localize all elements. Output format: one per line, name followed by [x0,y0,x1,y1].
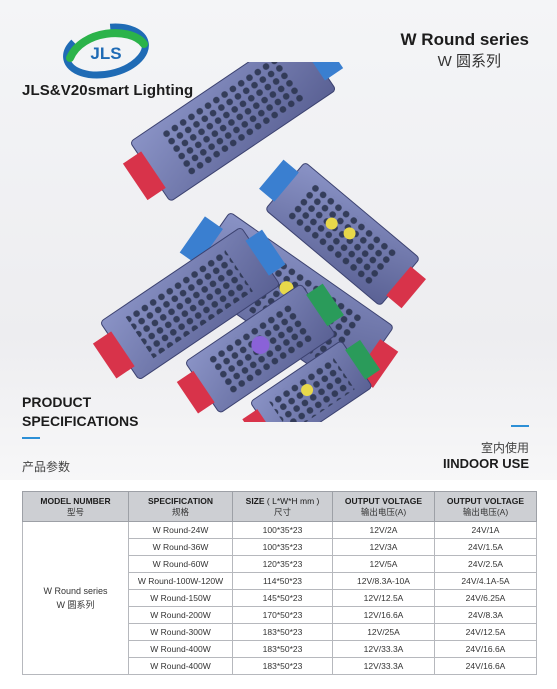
model-cn: W 圆系列 [56,600,95,610]
product-image [92,62,426,422]
cell-spec: W Round-400W [128,640,233,658]
brand-logo: JLS [63,23,149,79]
section-title: PRODUCT SPECIFICATIONS [22,393,138,431]
header-size: SIZE ( L*W*H mm ) 尺寸 [232,491,333,522]
model-cell: W Round series W 圆系列 [22,521,129,675]
cell-v12: 12V/5A [332,555,435,573]
model-en: W Round series [43,586,108,596]
cell-size: 100*35*23 [232,538,333,556]
cell-size: 120*35*23 [232,555,333,573]
cell-v24: 24V/16.6A [434,657,537,675]
cell-v24: 24V/1.5A [434,538,537,556]
series-title: W Round series [400,30,529,49]
cell-v12: 12V/25A [332,623,435,641]
cell-size: 114*50*23 [232,572,333,590]
cell-size: 183*50*23 [232,623,333,641]
section-title-line2: SPECIFICATIONS [22,413,139,429]
header-spec: SPECIFICATION 规格 [128,491,233,522]
cell-v12: 12V/12.5A [332,589,435,607]
section-title-cn: 产品参数 [22,460,71,474]
brand-name: JLS&V20smart Lighting [22,82,194,99]
cell-size: 183*50*23 [232,640,333,658]
accent-line-left [22,437,40,439]
cell-v12: 12V/3A [332,538,435,556]
svg-text:JLS: JLS [90,44,121,63]
cell-size: 183*50*23 [232,657,333,675]
accent-line-right [511,425,529,427]
cell-size: 170*50*23 [232,606,333,624]
cell-v24: 24V/16.6A [434,640,537,658]
cell-v12: 12V/16.6A [332,606,435,624]
header-output-12v: OUTPUT VOLTAGE 输出电压(A) [332,491,435,522]
header-output-24v: OUTPUT VOLTAGE 输出电压(A) [434,491,537,522]
cell-spec: W Round-300W [128,623,233,641]
cell-v12: 12V/33.3A [332,640,435,658]
cell-v24: 24V/1A [434,521,537,539]
usage-cn: 室内使用 [480,441,529,455]
cell-size: 100*35*23 [232,521,333,539]
cell-size: 145*50*23 [232,589,333,607]
cell-spec: W Round-24W [128,521,233,539]
cell-v24: 24V/8.3A [434,606,537,624]
cell-spec: W Round-400W [128,657,233,675]
cell-v12: 12V/8.3A-10A [332,572,435,590]
cell-v12: 12V/2A [332,521,435,539]
cell-spec: W Round-100W-120W [128,572,233,590]
series-subtitle: W 圆系列 [437,53,501,70]
section-title-line1: PRODUCT [22,394,92,410]
cell-v24: 24V/12.5A [434,623,537,641]
table-header-row: MODEL NUMBER 型号 SPECIFICATION 规格 SIZE ( … [22,491,537,522]
cell-spec: W Round-36W [128,538,233,556]
cell-spec: W Round-200W [128,606,233,624]
cell-v24: 24V/2.5A [434,555,537,573]
header-model: MODEL NUMBER 型号 [22,491,129,522]
cell-v12: 12V/33.3A [332,657,435,675]
cell-v24: 24V/6.25A [434,589,537,607]
cell-v24: 24V/4.1A-5A [434,572,537,590]
cell-spec: W Round-60W [128,555,233,573]
spec-table: MODEL NUMBER 型号 SPECIFICATION 规格 SIZE ( … [22,491,537,675]
usage-en: IINDOOR USE [443,456,529,471]
cell-spec: W Round-150W [128,589,233,607]
